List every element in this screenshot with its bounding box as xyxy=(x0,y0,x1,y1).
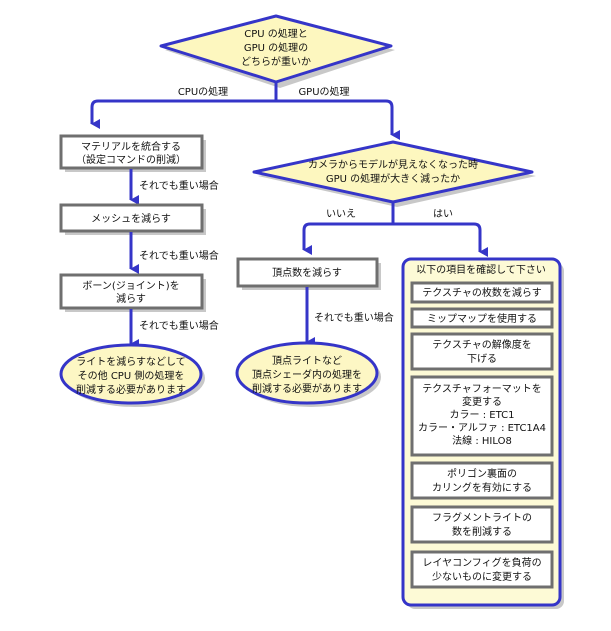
checklist-item-text: ポリゴン裏面の xyxy=(447,467,517,480)
box-text-line: マテリアルを統合する xyxy=(81,140,181,153)
checklist-item-text: フラグメントライトの xyxy=(432,511,532,524)
process-box xyxy=(59,273,204,310)
terminal-shape xyxy=(235,341,379,405)
terminal-text-line: その他 CPU 側の処理を xyxy=(78,369,185,382)
checklist-item-text: ミップマップを使用する xyxy=(427,312,537,325)
edge-label: それでも重い場合 xyxy=(314,311,394,324)
process-box xyxy=(59,134,204,170)
checklist-item-text: テクスチャの枚数を減らす xyxy=(422,286,541,299)
checklist-item-text: テクスチャフォーマットを xyxy=(422,383,542,395)
checklist-item-box xyxy=(410,461,554,500)
edge-label: それでも重い場合 xyxy=(139,179,219,192)
edge-label: それでも重い場合 xyxy=(139,249,219,262)
checklist-item: テクスチャフォーマットを 変更する カラー : ETC1 カラー・アルファ : … xyxy=(410,375,554,457)
arrow-to-cpu-path xyxy=(90,99,100,129)
branch-label-yes: はい xyxy=(433,208,453,220)
process-box xyxy=(59,203,204,233)
box-text-line: ボーン(ジョイント)を xyxy=(82,280,179,292)
branch-label-gpu: GPUの処理 xyxy=(298,85,349,98)
branch-label-cpu: CPUの処理 xyxy=(178,85,228,98)
checklist-item: ポリゴン裏面の カリングを有効にする xyxy=(410,461,554,500)
arrow-to-yes-path xyxy=(310,222,488,257)
checklist-item-box xyxy=(410,281,554,304)
terminal-text-line: 削減する必要があります xyxy=(252,382,362,395)
checklist-item-text: レイヤコンフィグを負荷の xyxy=(422,556,541,569)
checklist-item-text: カラー・アルファ : ETC1A4 xyxy=(418,422,546,434)
box-text-line: （設定コマンドの削減） xyxy=(76,153,186,166)
checklist-item: テクスチャの枚数を減らす xyxy=(410,281,554,304)
checklist-item-text: 数を削減する xyxy=(452,525,512,538)
decision-text-line: CPU の処理と xyxy=(244,27,308,40)
checklist-item-box xyxy=(410,307,554,329)
box-text-line: 頂点数を減らす xyxy=(272,266,342,279)
cpu-step-reduce-bones: ボーン(ジョイント)を 減らす xyxy=(59,273,206,312)
checklist-item-text: 下げる xyxy=(467,353,497,365)
decision-shape xyxy=(159,14,393,84)
checklist-item-text: 法線 : HILO8 xyxy=(452,434,512,447)
checklist-title: 以下の項目を確認して下さい xyxy=(416,263,546,276)
box-text-line: 減らす xyxy=(116,292,146,305)
process-box xyxy=(236,257,379,288)
checklist-item-text: 少ないものに変更する xyxy=(432,570,532,583)
arrow-to-gpu-path xyxy=(98,99,400,140)
checklist-item-text: カラー : ETC1 xyxy=(450,409,515,421)
cpu-step-reduce-meshes: メッシュを減らす xyxy=(59,203,206,235)
checklist-item: ミップマップを使用する xyxy=(410,307,554,329)
checklist-item-text: テクスチャの解像度を xyxy=(432,338,532,351)
checklist-item-box xyxy=(410,550,554,589)
branch-connector-1: CPUの処理 GPUの処理 xyxy=(90,82,400,140)
terminal-text-line: 削減する必要があります xyxy=(76,383,186,396)
terminal-shape xyxy=(59,343,203,405)
checklist-item: フラグメントライトの 数を削減する xyxy=(410,505,554,544)
branch-label-no: いいえ xyxy=(326,208,356,220)
decision-camera-visibility: カメラからモデルが見えなくなった時 GPU の処理が大きく減ったか xyxy=(252,140,536,207)
decision-text-line: どちらが重いか xyxy=(241,55,311,68)
arrow-to-no-path xyxy=(302,222,312,255)
checklist-item-box xyxy=(410,505,554,544)
decision-text-line: カメラからモデルが見えなくなった時 xyxy=(308,158,478,171)
checklist-item: レイヤコンフィグを負荷の 少ないものに変更する xyxy=(410,550,554,589)
gpu-no-terminal: 頂点ライトなど 頂点シェーダ内の処理を 削減する必要があります xyxy=(235,341,381,407)
checklist-item-text: 変更する xyxy=(462,395,502,408)
checklist-item-box xyxy=(410,375,554,457)
checklist-item-box xyxy=(410,332,554,371)
checklist-item: テクスチャの解像度を 下げる xyxy=(410,332,554,371)
edge-label: それでも重い場合 xyxy=(139,319,219,332)
terminal-text-line: 頂点シェーダ内の処理を xyxy=(252,368,362,381)
checklist-item-text: カリングを有効にする xyxy=(432,481,532,494)
decision-text-line: GPU の処理が大きく減ったか xyxy=(326,172,460,185)
decision-cpu-vs-gpu: CPU の処理と GPU の処理の どちらが重いか xyxy=(159,14,395,88)
cpu-step-merge-materials: マテリアルを統合する （設定コマンドの削減） xyxy=(59,134,206,172)
decision-shape xyxy=(252,140,534,204)
cpu-terminal: ライトを減らすなどして その他 CPU 側の処理を 削減する必要があります xyxy=(59,343,205,407)
checklist-panel: 以下の項目を確認して下さい テクスチャの枚数を減らす ミップマップを使用する テ… xyxy=(401,257,564,609)
terminal-text-line: 頂点ライトなど xyxy=(272,355,342,367)
gpu-step-reduce-vertices: 頂点数を減らす xyxy=(236,257,381,290)
box-text-line: メッシュを減らす xyxy=(91,212,171,225)
terminal-text-line: ライトを減らすなどして xyxy=(76,355,186,368)
decision-text-line: GPU の処理の xyxy=(244,41,308,54)
branch-connector-2: いいえ はい xyxy=(302,202,488,257)
